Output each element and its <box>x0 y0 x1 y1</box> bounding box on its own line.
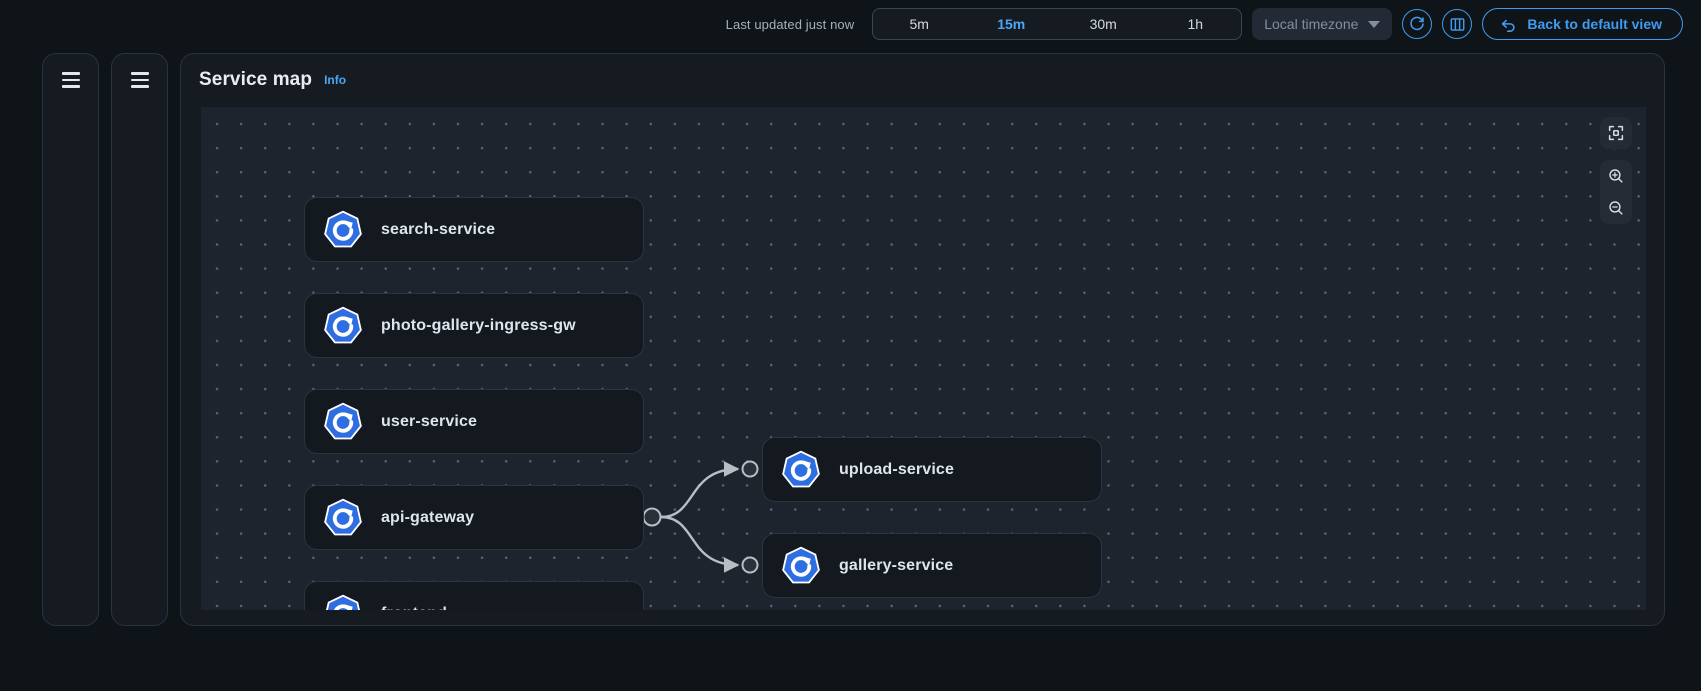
chevron-down-icon <box>1368 20 1381 28</box>
kubernetes-service-icon <box>324 306 362 343</box>
service-node-label: upload-service <box>839 460 955 478</box>
left-collapsed-panel-2 <box>111 53 168 626</box>
edge-anchor <box>741 460 759 478</box>
service-node-label: user-service <box>381 412 478 430</box>
hamburger-icon[interactable] <box>130 72 149 625</box>
edge-anchor <box>642 507 662 527</box>
service-map-canvas[interactable]: search-service photo-gallery-ingress-gw us… <box>201 107 1646 610</box>
timezone-dropdown[interactable]: Local timezone <box>1252 8 1393 40</box>
service-map-card: Service map Info search-service photo-gal… <box>180 53 1665 626</box>
service-node-frontend[interactable]: frontend <box>304 581 644 610</box>
card-header: Service map Info <box>181 54 1664 106</box>
kubernetes-service-icon <box>324 402 362 439</box>
service-node-api-gateway[interactable]: api-gateway <box>304 485 644 550</box>
time-range-selector[interactable]: 5m 15m 30m 1h <box>872 8 1243 40</box>
time-range-15m[interactable]: 15m <box>997 16 1026 32</box>
top-toolbar: Last updated just now 5m 15m 30m 1h Loca… <box>0 0 1701 48</box>
hamburger-icon[interactable] <box>61 72 80 625</box>
kubernetes-service-icon <box>782 546 820 583</box>
timezone-label: Local timezone <box>1264 16 1359 32</box>
fit-group <box>1600 117 1632 149</box>
fit-screen-icon <box>1608 125 1624 141</box>
refresh-icon <box>1410 16 1425 31</box>
undo-arrow-icon <box>1502 19 1516 32</box>
kubernetes-service-icon <box>782 450 820 487</box>
columns-icon <box>1450 17 1465 31</box>
edge-anchor <box>741 556 759 574</box>
columns-layout-button[interactable] <box>1442 9 1473 39</box>
service-node-label: photo-gallery-ingress-gw <box>381 316 576 334</box>
time-range-1h[interactable]: 1h <box>1187 16 1204 32</box>
zoom-out-button[interactable] <box>1600 192 1632 224</box>
service-node-label: gallery-service <box>839 556 954 574</box>
service-node-search-service[interactable]: search-service <box>304 197 644 262</box>
service-node-user-service[interactable]: user-service <box>304 389 644 454</box>
info-link[interactable]: Info <box>324 73 347 87</box>
time-range-30m[interactable]: 30m <box>1089 16 1117 32</box>
time-range-5m[interactable]: 5m <box>909 16 929 32</box>
service-node-upload-service[interactable]: upload-service <box>762 437 1102 502</box>
left-collapsed-panel-1 <box>42 53 99 626</box>
zoom-out-icon <box>1609 201 1623 215</box>
service-node-label: search-service <box>381 220 496 238</box>
page-title: Service map <box>199 69 313 90</box>
service-node-label: api-gateway <box>381 508 475 526</box>
service-node-photo-gallery-ingress-gw[interactable]: photo-gallery-ingress-gw <box>304 293 644 358</box>
zoom-group <box>1600 160 1632 224</box>
service-node-label: frontend <box>381 605 447 611</box>
back-button-label: Back to default view <box>1527 16 1662 32</box>
service-node-gallery-service[interactable]: gallery-service <box>762 533 1102 598</box>
kubernetes-service-icon <box>325 594 361 610</box>
zoom-in-icon <box>1609 169 1623 183</box>
canvas-zoom-controls <box>1600 117 1632 224</box>
zoom-in-button[interactable] <box>1600 160 1632 192</box>
last-updated-text: Last updated just now <box>725 16 855 32</box>
back-to-default-view-button[interactable]: Back to default view <box>1482 8 1683 40</box>
kubernetes-service-icon <box>324 210 362 247</box>
kubernetes-service-icon <box>324 498 362 535</box>
fit-to-screen-button[interactable] <box>1600 117 1632 149</box>
refresh-button[interactable] <box>1402 9 1433 39</box>
edge-api-gateway-to-gallery-service <box>660 515 740 573</box>
edge-api-gateway-to-upload-service <box>660 461 740 519</box>
